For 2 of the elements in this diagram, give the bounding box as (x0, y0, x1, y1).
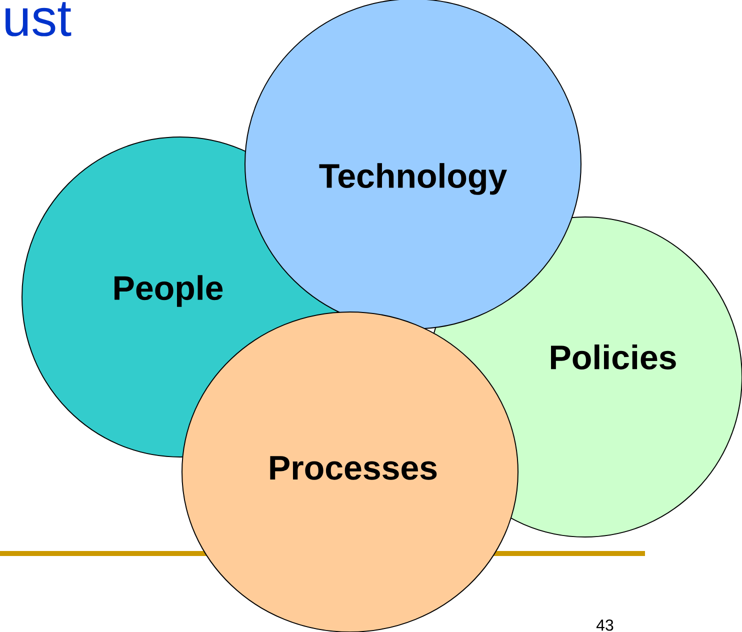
page-number: 43 (596, 619, 614, 631)
title: ust (6, 2, 72, 36)
